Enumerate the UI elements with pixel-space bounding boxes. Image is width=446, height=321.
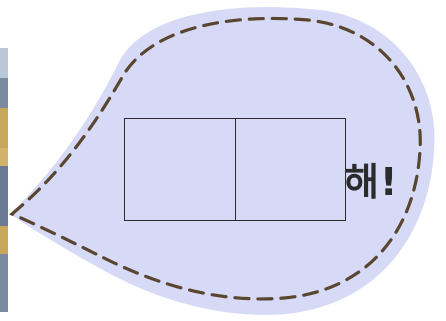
- answer-box-1[interactable]: [125, 119, 235, 220]
- answer-box-2[interactable]: [235, 119, 346, 220]
- speech-suffix-text: 해!: [344, 163, 398, 201]
- answer-box-group: [124, 118, 346, 221]
